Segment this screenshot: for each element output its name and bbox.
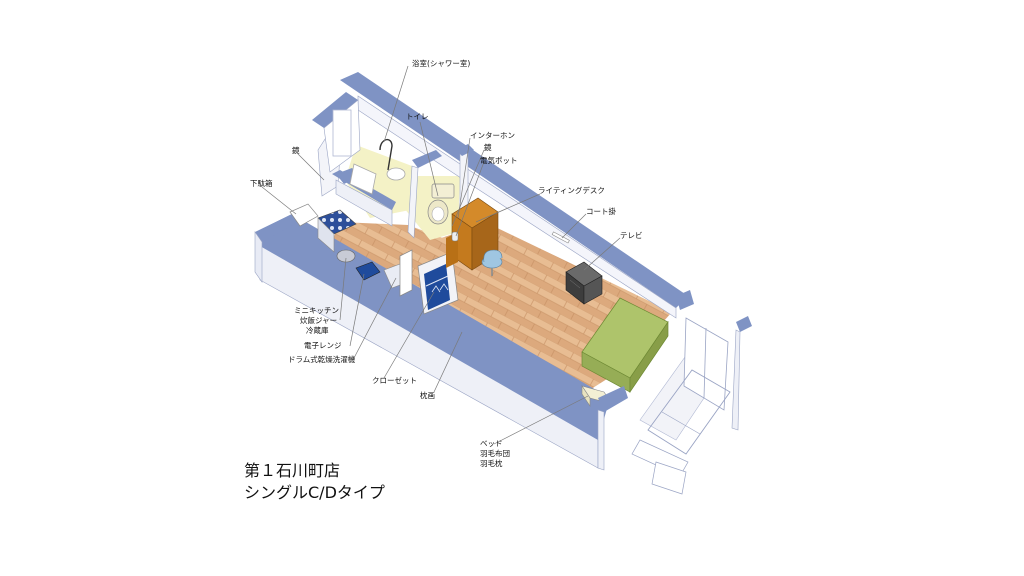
- label-coat-hook: コート掛: [586, 206, 616, 216]
- entry-outer-window: [332, 109, 352, 157]
- entry-floor: [330, 222, 448, 300]
- title-room-type: シングルC/Dタイプ: [244, 483, 385, 502]
- hanger-icon: [431, 283, 449, 293]
- tv-side: [583, 275, 603, 305]
- bath-side-wall: [407, 165, 419, 239]
- label-intercom: インターホン: [470, 131, 515, 140]
- label-sofa: 枕画: [420, 390, 435, 400]
- entry-door: [399, 249, 413, 297]
- coat-hook: [551, 231, 570, 244]
- rail-bar: [661, 411, 701, 435]
- balcony-rail: [647, 369, 731, 455]
- label-bath: 浴室(シャワー室): [412, 58, 470, 68]
- sofa-base: [581, 385, 591, 407]
- bath-divider-wall: [412, 150, 442, 168]
- balcony-low-box: [651, 461, 687, 495]
- label-microwave: 電子レンジ: [304, 341, 342, 350]
- label-kitchen-3: 冷蔵庫: [306, 325, 329, 335]
- bath-front-wall: [335, 179, 393, 227]
- toilet-seat: [431, 206, 445, 222]
- label-kitchen-2: 炊飯ジャー: [300, 315, 337, 325]
- left-wall-top: [255, 214, 298, 242]
- balcony-right-post: [736, 316, 752, 332]
- desk-chair-back: [483, 249, 503, 263]
- balcony-column-side: [597, 409, 605, 471]
- tv-vent: [569, 279, 581, 289]
- left-wall-side: [254, 231, 263, 283]
- label-bed-1: ベッド: [480, 439, 503, 448]
- balcony-window: [683, 317, 729, 411]
- toilet-top-wall: [456, 144, 474, 156]
- balcony-column: [598, 386, 628, 412]
- bed-side: [629, 320, 669, 394]
- label-toilet: トイレ: [406, 112, 429, 121]
- back-wall-top: [340, 72, 688, 308]
- shower-head-icon: [379, 139, 393, 171]
- label-tv: テレビ: [620, 231, 643, 240]
- rice-cooker: [336, 249, 356, 263]
- label-mirror-entry: 鏡: [292, 145, 300, 155]
- label-kettle: 電気ポット: [480, 155, 518, 165]
- label-mirror-wc: 鏡: [484, 142, 492, 152]
- title-store: 第１石川町店: [244, 461, 340, 480]
- closet-rail: [425, 275, 449, 287]
- label-kitchen-1: ミニキッチン: [294, 306, 339, 315]
- label-washer: ドラム式乾燥洗濯機: [288, 354, 356, 364]
- kitchen-counter-side: [317, 217, 335, 253]
- label-bed-2: 羽毛布団: [480, 448, 510, 458]
- front-wall-top: [260, 214, 610, 440]
- balcony-right-post-side: [731, 329, 741, 431]
- bath-basin: [386, 167, 406, 181]
- balcony-wall-top: [676, 290, 694, 310]
- label-bed-3: 羽毛枕: [480, 458, 503, 468]
- microwave: [355, 261, 381, 281]
- window-mullion: [703, 327, 707, 399]
- label-closet: クローゼット: [372, 375, 417, 385]
- leader-lines: [261, 65, 621, 445]
- shoe-box: [289, 203, 319, 227]
- label-desk: ライティングデスク: [538, 185, 605, 195]
- bathtub: [349, 163, 377, 195]
- label-shoe-box: 下駄箱: [250, 178, 273, 188]
